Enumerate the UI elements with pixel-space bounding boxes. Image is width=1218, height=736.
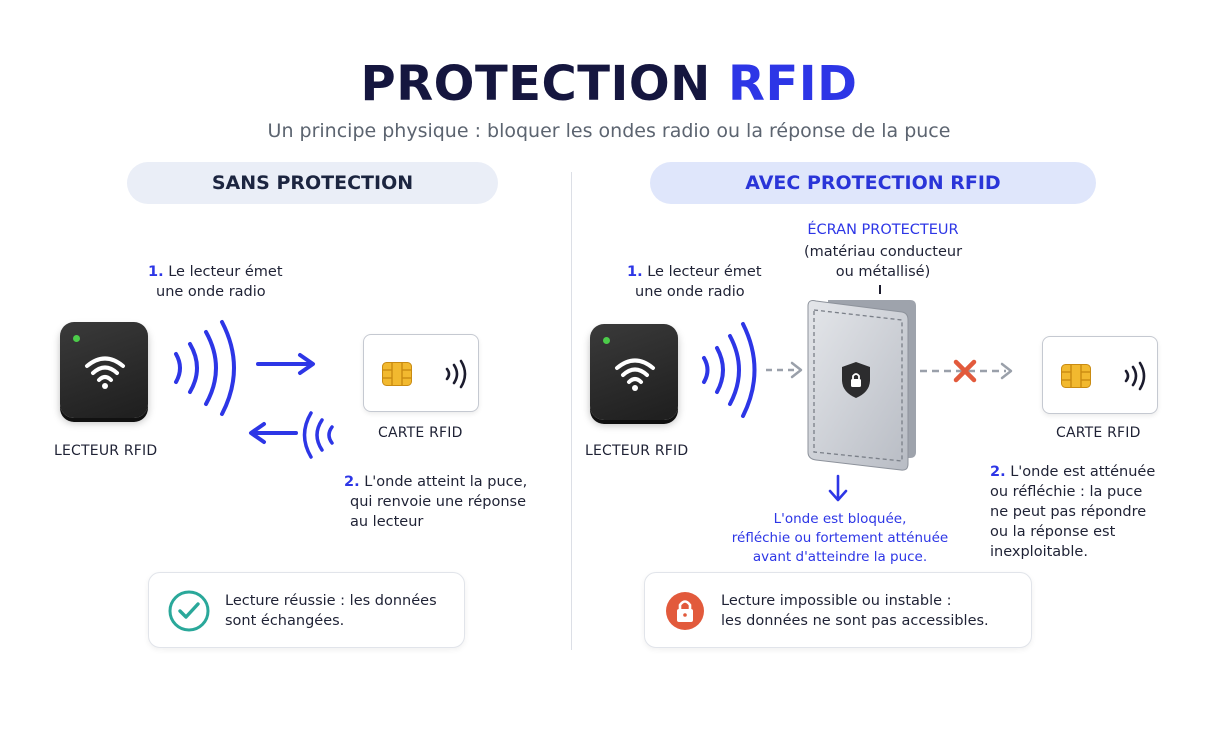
left-step-2-line2: qui renvoie une réponse — [350, 494, 527, 510]
shield-sub-line1: (matériau conducteur — [803, 244, 963, 260]
right-result-line2: les données ne sont pas accessibles. — [721, 613, 989, 629]
heading-avec-protection: AVEC PROTECTION RFID — [650, 162, 1096, 204]
blocked-note: L'onde est bloquée, réfléchie ou forteme… — [720, 510, 960, 567]
reader-led — [73, 335, 80, 342]
right-step-2-line4: ou la réponse est — [990, 524, 1116, 540]
left-rfid-reader — [60, 322, 148, 418]
left-result-line1: Lecture réussie : les données — [225, 593, 437, 609]
chip-icon — [382, 362, 412, 386]
heading-sans-protection: SANS PROTECTION — [127, 162, 498, 204]
chip-icon — [1061, 364, 1091, 388]
right-radio-waves-icon — [702, 322, 757, 418]
left-step-1: 1. Le lecteur émet une onde radio — [148, 262, 283, 302]
contactless-icon — [445, 359, 467, 389]
left-rfid-card — [363, 334, 479, 412]
left-reader-label: LECTEUR RFID — [54, 443, 158, 459]
left-step-2-line3: au lecteur — [350, 514, 424, 530]
right-step-2-line5: inexploitable. — [990, 544, 1088, 560]
left-radio-waves-icon — [174, 320, 236, 416]
page-title: PROTECTION RFID — [0, 56, 1218, 112]
shield-title: ÉCRAN PROTECTEUR — [807, 222, 959, 238]
shield-pointer — [879, 285, 881, 294]
arrow-down-icon — [828, 474, 848, 502]
blocked-line2: réfléchie ou fortement atténuée — [731, 530, 949, 546]
arrow-left-icon — [249, 422, 298, 444]
left-step-1-line1: Le lecteur émet — [168, 264, 283, 280]
left-step-2-num: 2. — [344, 474, 360, 490]
shield-subtitle: (matériau conducteur ou métallisé) — [778, 242, 988, 282]
left-step-1-line2: une onde radio — [156, 284, 266, 300]
left-step-2-line1: L'onde atteint la puce, — [364, 474, 528, 490]
left-result-box: Lecture réussie : les données sont échan… — [148, 572, 465, 648]
return-waves-icon — [302, 411, 334, 459]
right-result-line1: Lecture impossible ou instable : — [721, 593, 952, 609]
right-step-2: 2. L'onde est atténuée ou réfléchie : la… — [990, 462, 1155, 562]
lock-icon — [666, 592, 704, 630]
dashed-arrow-in-icon — [766, 361, 803, 379]
right-rfid-card — [1042, 336, 1158, 414]
right-step-2-line3: ne peut pas répondre — [990, 504, 1147, 520]
right-rfid-reader — [590, 324, 678, 420]
cross-icon — [953, 359, 977, 383]
left-card-label: CARTE RFID — [378, 425, 463, 441]
check-circle-icon — [168, 590, 210, 632]
right-step-1-num: 1. — [627, 264, 643, 280]
shield-sub-line2: ou métallisé) — [835, 264, 931, 280]
right-step-1-line2: une onde radio — [635, 284, 745, 300]
reader-led — [603, 337, 610, 344]
right-card-label: CARTE RFID — [1056, 425, 1141, 441]
left-result-line2: sont échangées. — [225, 613, 345, 629]
wifi-icon — [85, 356, 125, 389]
right-result-box: Lecture impossible ou instable : les don… — [644, 572, 1032, 648]
right-reader-label: LECTEUR RFID — [585, 443, 689, 459]
blocked-line3: avant d'atteindre la puce. — [752, 549, 928, 565]
blocked-line1: L'onde est bloquée, — [773, 511, 907, 527]
right-step-2-num: 2. — [990, 464, 1006, 480]
arrow-right-icon — [256, 353, 315, 375]
page-subtitle: Un principe physique : bloquer les ondes… — [267, 120, 951, 142]
right-step-2-line1: L'onde est atténuée — [1010, 464, 1156, 480]
title-accent: RFID — [728, 56, 858, 112]
left-step-2: 2. L'onde atteint la puce, qui renvoie u… — [344, 472, 527, 532]
section-divider — [571, 172, 572, 650]
protective-wallet-icon — [807, 300, 916, 471]
right-step-1: 1. Le lecteur émet une onde radio — [627, 262, 762, 302]
contactless-icon — [1124, 361, 1146, 391]
right-step-2-line2: ou réfléchie : la puce — [990, 484, 1143, 500]
right-step-1-line1: Le lecteur émet — [647, 264, 762, 280]
title-main: PROTECTION — [360, 56, 711, 112]
wifi-icon — [615, 358, 655, 391]
left-step-1-num: 1. — [148, 264, 164, 280]
